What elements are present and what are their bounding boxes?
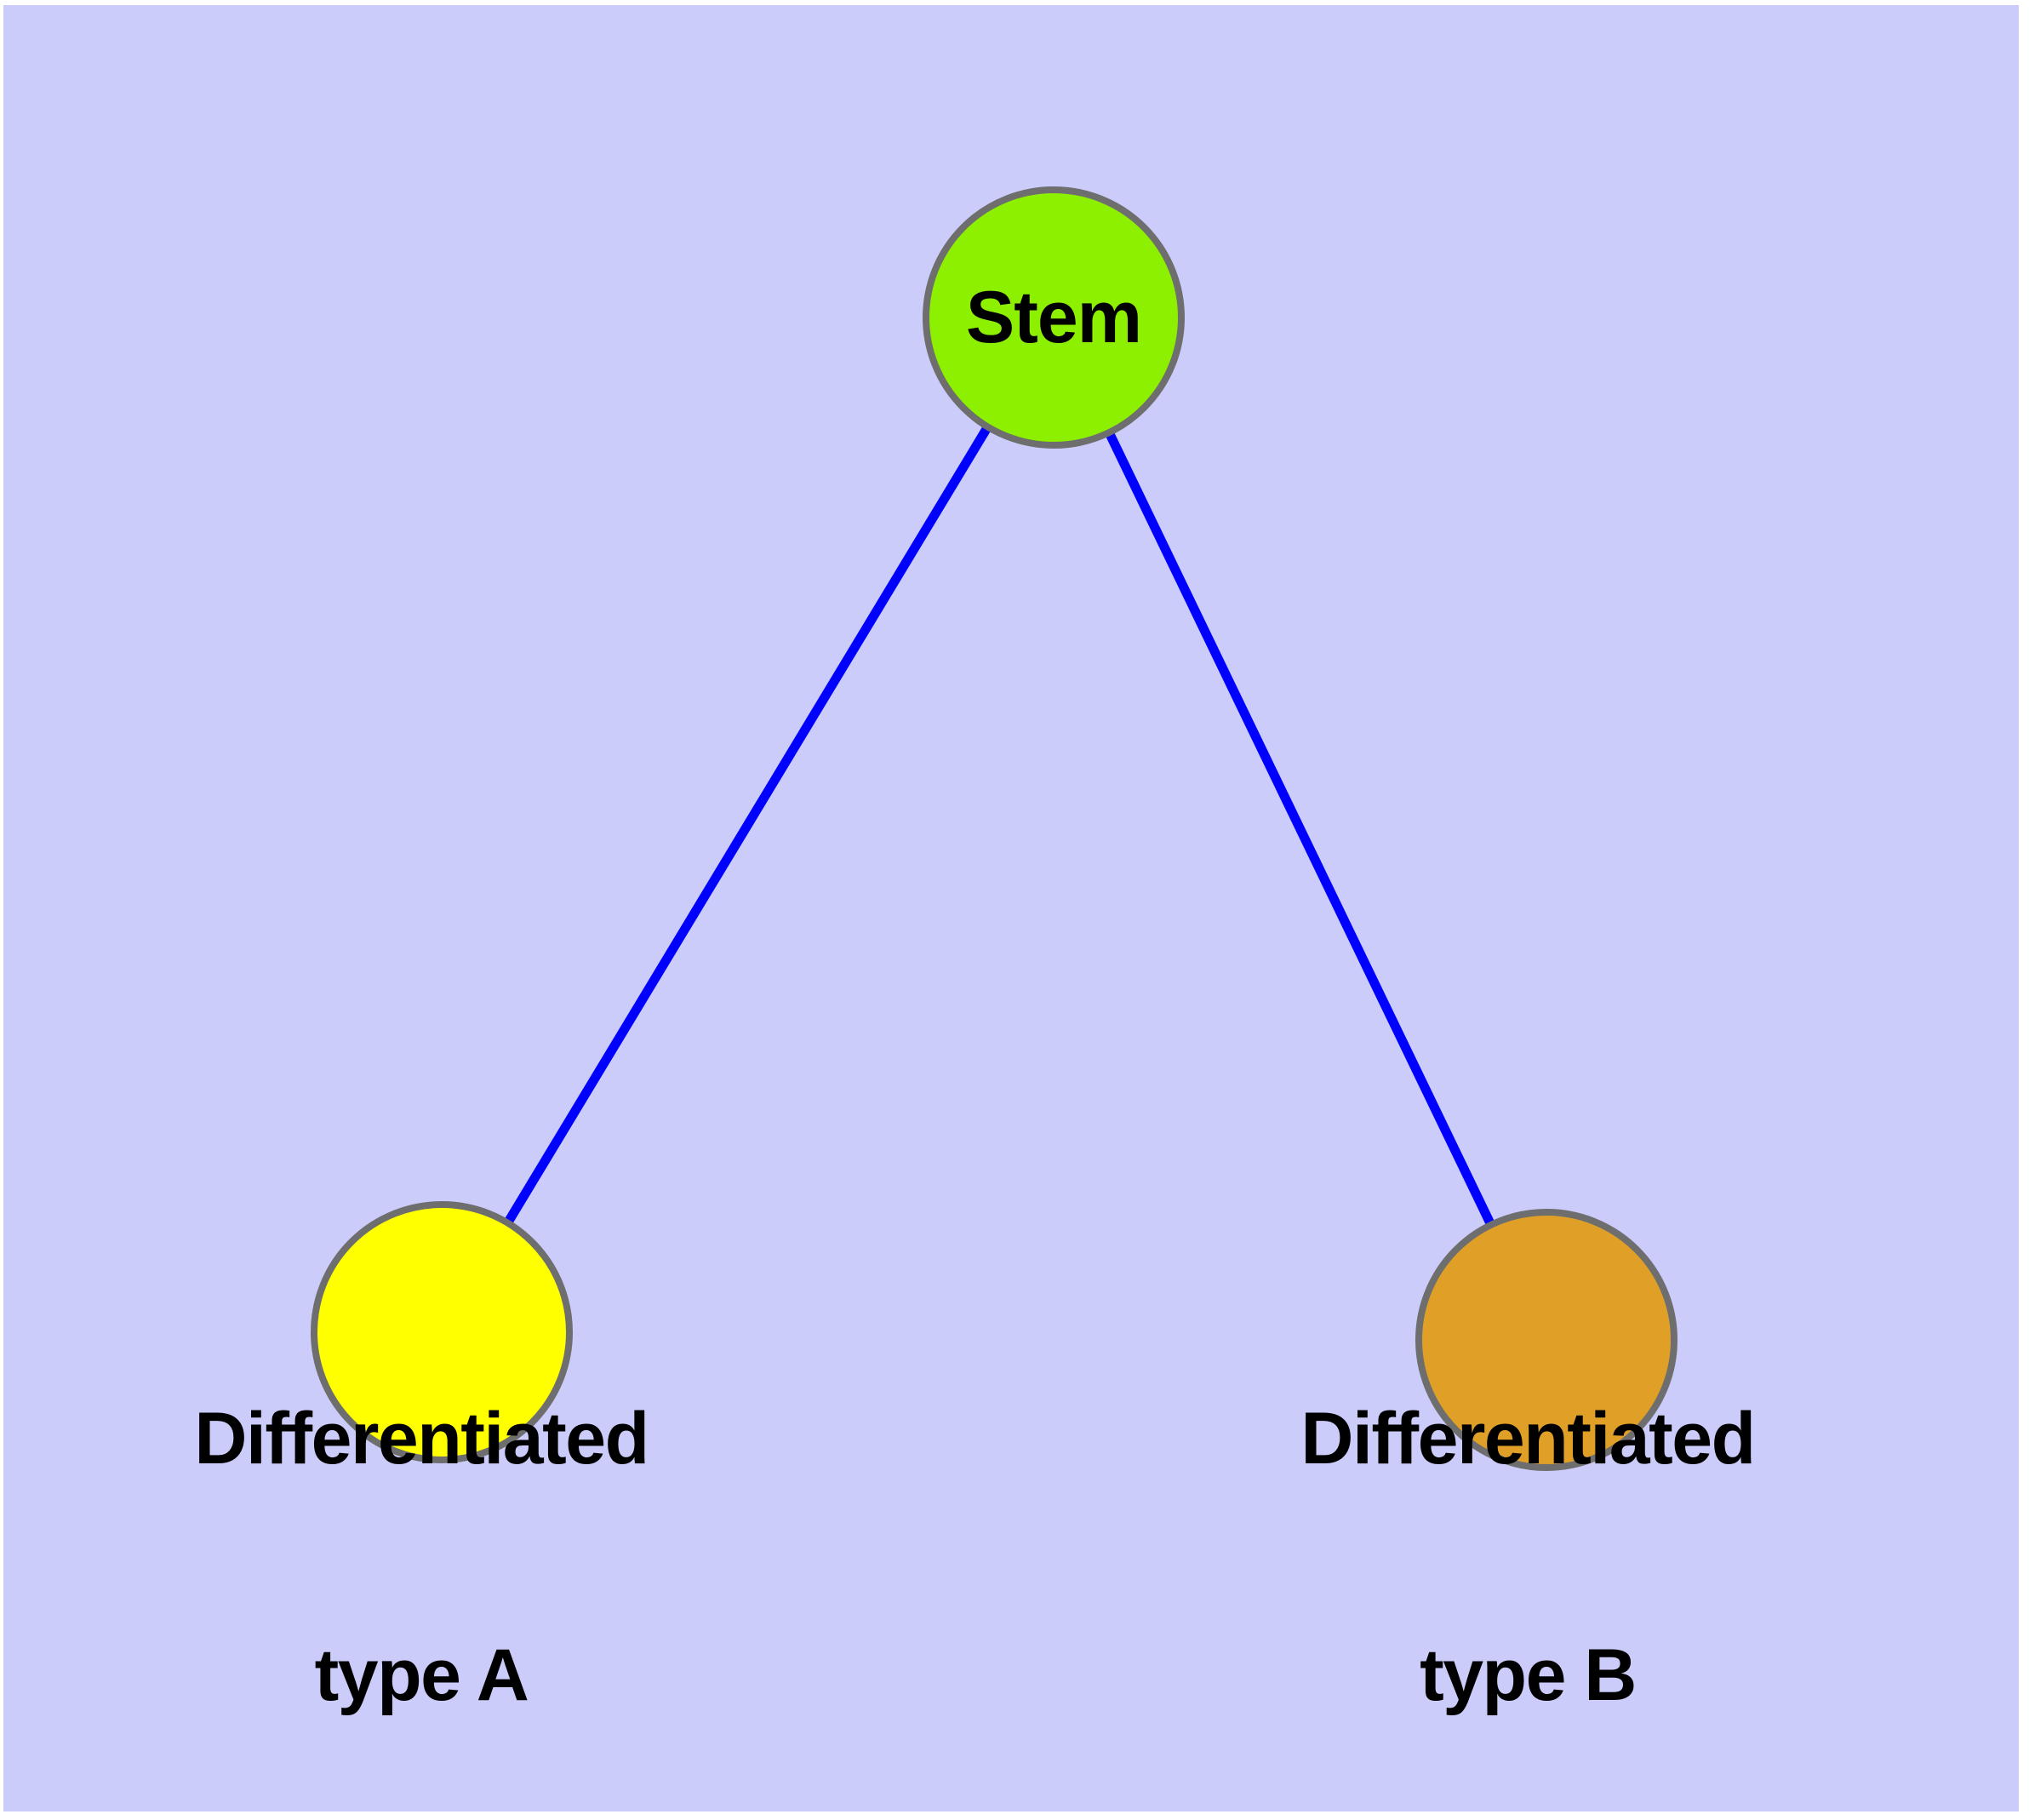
edge-stem-to-differentiated-type-b <box>1049 315 1551 1342</box>
node-stem[interactable]: Stem <box>923 186 1185 449</box>
node-differentiated-type-b[interactable] <box>1415 1209 1677 1471</box>
edge-stem-to-differentiated-type-a <box>437 315 1058 1335</box>
node-differentiated-type-a[interactable] <box>311 1201 573 1463</box>
node-stem-label: Stem <box>965 277 1142 358</box>
